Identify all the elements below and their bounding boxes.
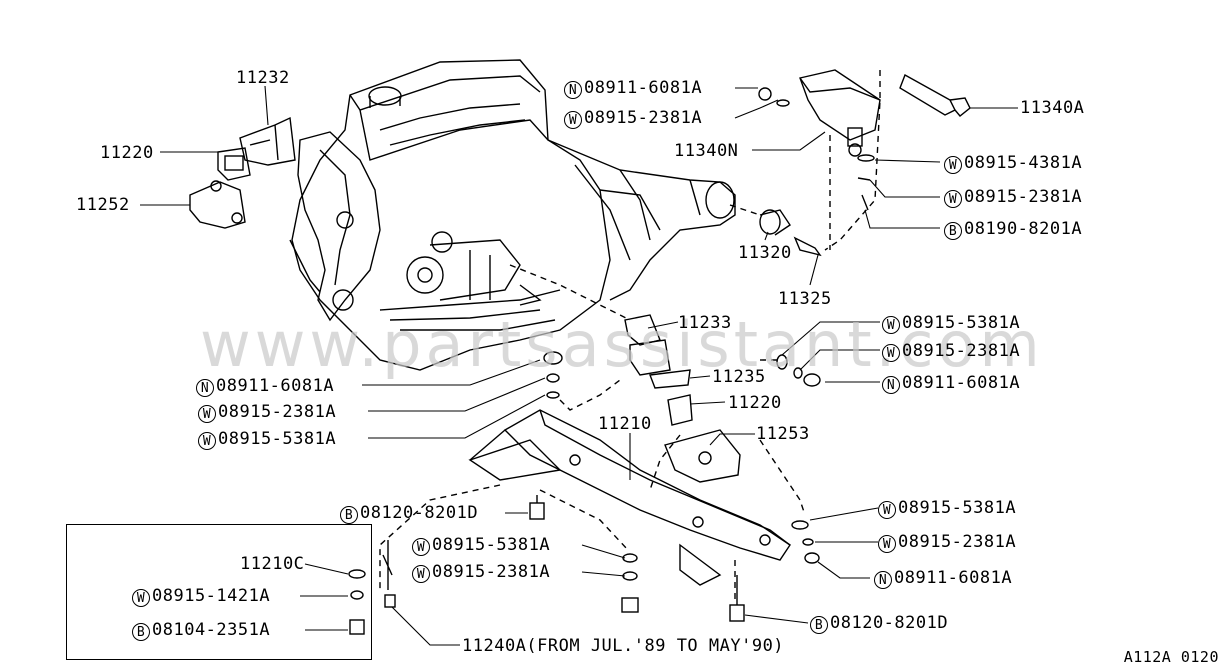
w-prefix-icon: W <box>132 589 150 607</box>
part-number: 08911-6081A <box>902 373 1021 393</box>
part-number: 08911-6081A <box>584 78 703 98</box>
label-11232: 11232 <box>236 68 290 88</box>
part-number: 08911-6081A <box>216 376 335 396</box>
part-number: 08915-2381A <box>218 402 337 422</box>
part-number: 08911-6081A <box>894 568 1013 588</box>
dashed-guides <box>379 70 881 600</box>
w-prefix-icon: W <box>944 156 962 174</box>
label-11340n: 11340N <box>674 141 739 161</box>
w-prefix-icon: W <box>412 565 430 583</box>
part-number: 08915-2381A <box>584 108 703 128</box>
label-11210: 11210 <box>598 414 652 434</box>
rear-mount-bracket <box>758 69 971 257</box>
inset-box <box>66 524 372 660</box>
label-11220-top: 11220 <box>100 143 154 163</box>
engine-assembly <box>289 59 611 371</box>
crossmember <box>468 409 791 586</box>
w-prefix-icon: W <box>564 111 582 129</box>
b-prefix-icon: B <box>340 506 358 524</box>
part-number: 08120-8201D <box>830 613 949 633</box>
part-number: 08915-2381A <box>432 562 551 582</box>
w-prefix-icon: W <box>944 190 962 208</box>
label-11210c: 11210C <box>240 554 305 574</box>
part-number: 08915-5381A <box>902 313 1021 333</box>
label-11233: 11233 <box>678 313 732 333</box>
b-prefix-icon: B <box>944 222 962 240</box>
w-prefix-icon: W <box>878 535 896 553</box>
part-number: 08915-2381A <box>902 341 1021 361</box>
part-number: 08104-2351A <box>152 620 271 640</box>
diagram-code: A112A 0120 <box>1123 648 1219 666</box>
b-prefix-icon: B <box>132 623 150 641</box>
watermark: www.partsassistant.com <box>200 308 1044 381</box>
inset-parts <box>348 540 396 635</box>
label-11235: 11235 <box>712 367 766 387</box>
leader-lines <box>140 85 1018 646</box>
part-number: 08915-2381A <box>898 532 1017 552</box>
label-11252: 11252 <box>76 195 130 215</box>
label-11253: 11253 <box>756 424 810 444</box>
label-11240a: 11240A(FROM JUL.'89 TO MAY'90) <box>462 636 785 656</box>
part-number: 08190-8201A <box>964 219 1083 239</box>
w-prefix-icon: W <box>878 501 896 519</box>
n-prefix-icon: N <box>196 379 214 397</box>
transmission-assembly <box>547 139 736 301</box>
w-prefix-icon: W <box>412 538 430 556</box>
n-prefix-icon: N <box>882 376 900 394</box>
label-11320: 11320 <box>738 243 792 263</box>
part-number: 08915-5381A <box>898 498 1017 518</box>
left-mount-brackets <box>189 116 296 229</box>
label-11220-mid: 11220 <box>728 393 782 413</box>
part-number: 08915-5381A <box>432 535 551 555</box>
label-11340a: 11340A <box>1020 98 1085 118</box>
n-prefix-icon: N <box>874 571 892 589</box>
part-number: 08120-8201D <box>360 503 479 523</box>
part-number: 08915-2381A <box>964 187 1083 207</box>
w-prefix-icon: W <box>882 316 900 334</box>
w-prefix-icon: W <box>882 344 900 362</box>
label-11325: 11325 <box>778 289 832 309</box>
part-number: 08915-1421A <box>152 586 271 606</box>
part-number: 08915-5381A <box>218 429 337 449</box>
w-prefix-icon: W <box>198 405 216 423</box>
part-number: 08915-4381A <box>964 153 1083 173</box>
n-prefix-icon: N <box>564 81 582 99</box>
w-prefix-icon: W <box>198 432 216 450</box>
b-prefix-icon: B <box>810 616 828 634</box>
